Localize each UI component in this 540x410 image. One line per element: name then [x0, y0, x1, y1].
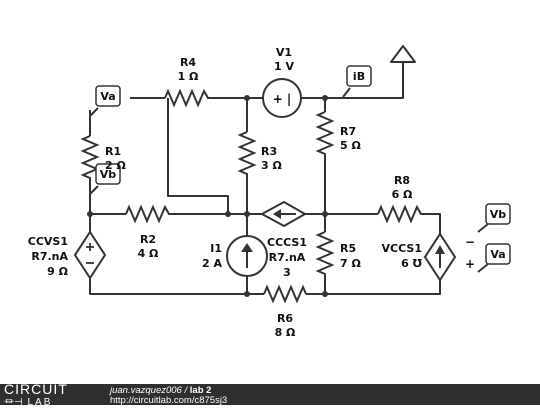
vccs-plus-sign: +	[465, 257, 475, 271]
resistor-r4[interactable]	[164, 88, 211, 108]
logo-bottom-text: ⏛⊣ LAB	[4, 396, 68, 410]
resistor-r6[interactable]	[263, 284, 307, 304]
label-r7-name: R7	[340, 125, 356, 138]
current-source-i1[interactable]	[226, 235, 268, 277]
logo-resistor-icon: ⏛⊣	[4, 397, 23, 408]
label-ccvs1-name: CCVS1	[28, 235, 68, 248]
label-i1-value: 2 A	[202, 257, 222, 270]
svg-text:Vb: Vb	[490, 208, 507, 221]
label-i1-name: I1	[210, 242, 222, 255]
label-r3-value: 3 Ω	[261, 159, 282, 172]
svg-text:Va: Va	[490, 248, 505, 261]
label-r1-value: 2 Ω	[105, 159, 126, 172]
label-ccvs1-expr: R7.nA	[31, 250, 68, 263]
circuitlab-logo[interactable]: CIRCUIT ⏛⊣ LAB	[4, 382, 68, 410]
vccs-minus-sign: −	[465, 235, 475, 249]
label-r4-name: R4	[180, 56, 196, 69]
label-r2-name: R2	[140, 233, 156, 246]
label-r7-value: 5 Ω	[340, 139, 361, 152]
svg-text:Va: Va	[100, 90, 115, 103]
svg-text:iB: iB	[353, 70, 365, 83]
resistor-r5[interactable]	[315, 231, 335, 276]
label-cccs1-gain: 3	[283, 266, 291, 279]
circuit-title: lab 2	[189, 385, 212, 396]
label-r3-name: R3	[261, 145, 277, 158]
resistor-r7[interactable]	[315, 111, 335, 160]
label-r8-name: R8	[394, 174, 410, 187]
label-cccs1-name: CCCS1	[267, 236, 307, 249]
voltage-probe-vb-right[interactable]: Vb	[477, 203, 511, 233]
author-link[interactable]: juan.vazquez006	[110, 385, 182, 396]
circuit-schematic: + | Va Vb iB Vb	[28, 45, 511, 339]
label-r4-value: 1 Ω	[178, 70, 199, 83]
circuit-url-link[interactable]: http://circuitlab.com/c875sj3	[110, 395, 228, 406]
resistor-r1[interactable]	[80, 135, 100, 180]
resistor-r8[interactable]	[377, 204, 423, 224]
resistor-r2[interactable]	[125, 204, 170, 224]
svg-text:Vb: Vb	[100, 168, 117, 181]
label-ccvs1-value: 9 Ω	[47, 265, 68, 278]
label-r6-value: 8 Ω	[275, 326, 296, 339]
author-line: juan.vazquez006 / lab 2	[110, 385, 211, 396]
label-r5-name: R5	[340, 242, 356, 255]
footer-bar: CIRCUIT ⏛⊣ LAB juan.vazquez006 / lab 2 h…	[0, 382, 540, 408]
dependent-voltage-source-ccvs1[interactable]	[73, 230, 107, 280]
voltage-probe-va-right[interactable]: Va	[477, 243, 511, 273]
label-v1-name: V1	[276, 46, 292, 59]
v1-polarity: + |	[273, 92, 292, 106]
label-cccs1-expr: R7.nA	[269, 251, 306, 264]
resistor-r3[interactable]	[237, 131, 257, 176]
dependent-current-source-vccs1[interactable]	[423, 232, 457, 282]
label-r5-value: 7 Ω	[340, 257, 361, 270]
separator: /	[181, 385, 190, 396]
logo-lab-text: LAB	[27, 397, 53, 408]
voltage-source-v1[interactable]: + |	[262, 78, 302, 118]
voltage-probe-vb-left[interactable]: Vb	[89, 163, 121, 195]
label-r1-name: R1	[105, 145, 121, 158]
label-r6-name: R6	[277, 312, 293, 325]
voltage-probe-va-top[interactable]: Va	[89, 85, 121, 117]
label-r2-value: 4 Ω	[138, 247, 159, 260]
ground-symbol	[390, 45, 416, 63]
current-probe-ib[interactable]: iB	[342, 65, 372, 98]
label-r8-value: 6 Ω	[392, 188, 413, 201]
label-v1-value: 1 V	[274, 60, 294, 73]
label-vccs1-name: VCCS1	[382, 242, 422, 255]
junction-dots	[87, 95, 328, 297]
label-vccs1-value: 6 ℧	[401, 257, 422, 270]
dependent-current-source-cccs1[interactable]	[259, 200, 308, 228]
logo-top-text: CIRCUIT	[4, 381, 68, 397]
